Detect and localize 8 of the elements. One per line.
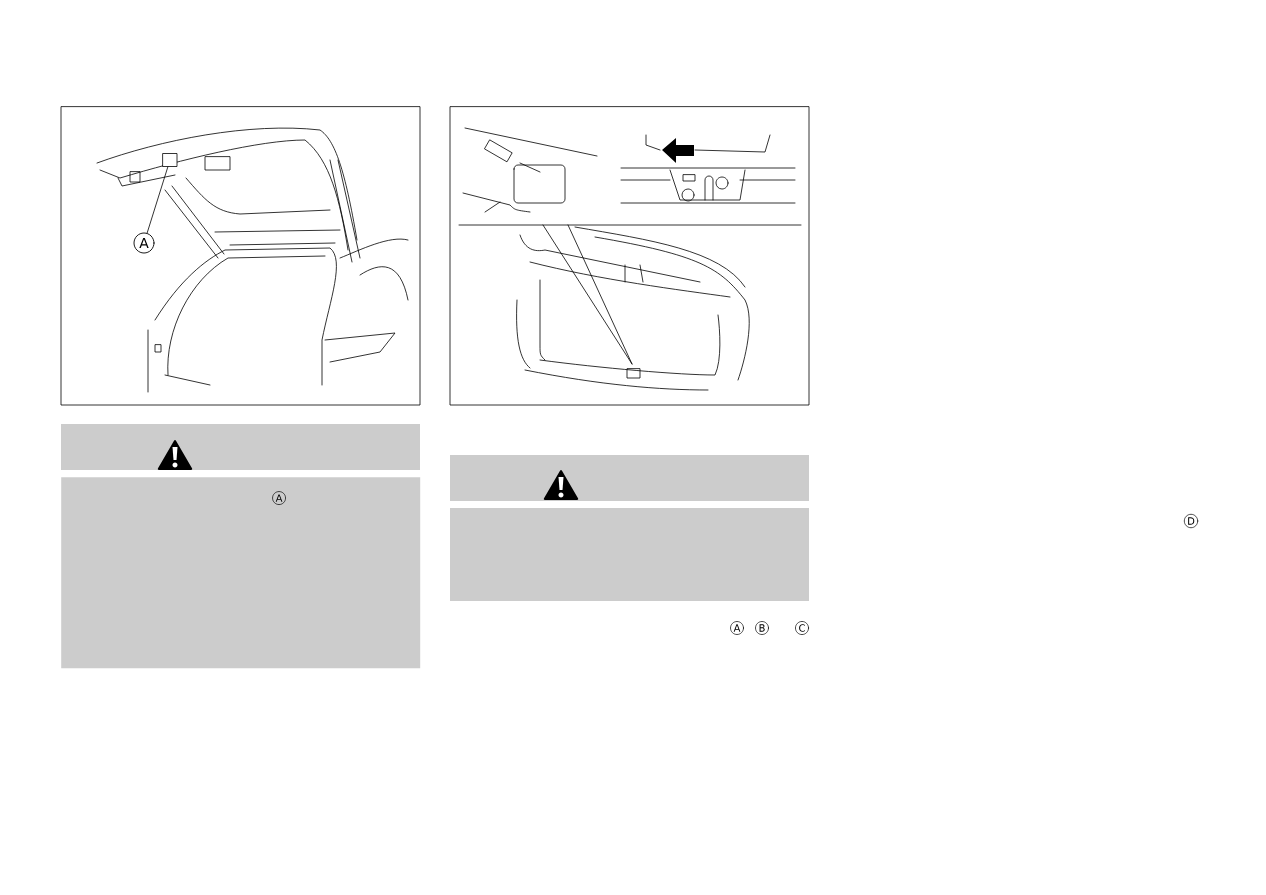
latch-handle: [162, 153, 178, 167]
circled-letter: B: [755, 621, 769, 635]
circled-letter: C: [795, 621, 809, 635]
circled-letter: D: [1183, 513, 1199, 529]
callout-letter: A: [133, 232, 155, 254]
circled-letter: A: [730, 621, 744, 635]
warning-panel: A: [61, 477, 421, 669]
leader-line: [146, 166, 169, 234]
